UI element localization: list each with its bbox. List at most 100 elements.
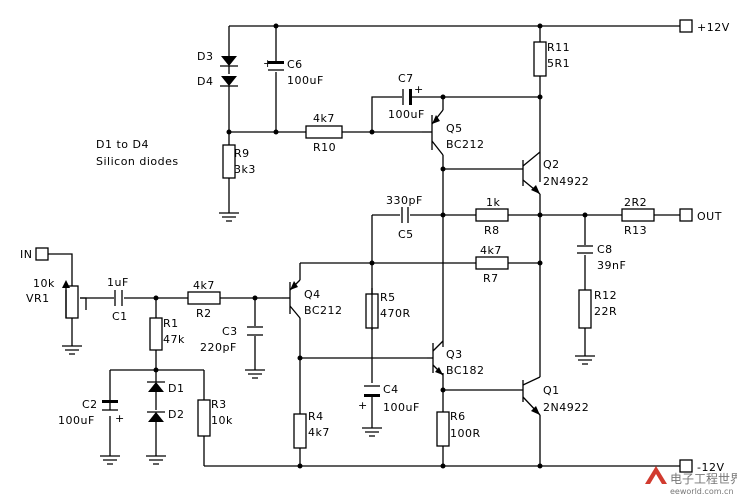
- r4-value: 4k7: [308, 426, 330, 439]
- c2-value: 100uF: [58, 414, 95, 427]
- c4-plus: +: [358, 399, 368, 412]
- resistor-r7: 4k7 R7: [475, 244, 509, 285]
- q4-value: BC212: [304, 304, 343, 317]
- q2-ref: Q2: [543, 158, 560, 171]
- resistor-r4: R4 4k7: [293, 410, 330, 449]
- c1-ref: C1: [112, 310, 128, 323]
- resistor-r10: 4k7 R10: [305, 112, 343, 154]
- d2-ref: D2: [168, 408, 184, 421]
- diode-d1: D1: [147, 381, 184, 410]
- r11-value: 5R1: [547, 57, 570, 70]
- d1-ref: D1: [168, 382, 184, 395]
- capacitor-c7: + C7 100uF: [388, 72, 425, 121]
- r2-value: 4k7: [193, 279, 215, 292]
- c6-plus: +: [263, 57, 273, 70]
- r2-ref: R2: [196, 307, 212, 320]
- ground-c4: [362, 427, 382, 437]
- c4-ref: C4: [383, 383, 399, 396]
- r5-value: 470R: [380, 307, 411, 320]
- c1-value: 1uF: [107, 276, 129, 289]
- resistor-r8: 1k R8: [475, 196, 509, 237]
- d4-ref: D4: [197, 75, 213, 88]
- c8-ref: C8: [597, 243, 613, 256]
- ground-vr1: [62, 345, 82, 355]
- c6-value: 100uF: [287, 74, 324, 87]
- r1-ref: R1: [163, 317, 179, 330]
- c6-ref: C6: [287, 58, 303, 71]
- out-terminal: OUT: [679, 208, 722, 223]
- r12-ref: R12: [594, 289, 617, 302]
- resistor-r12: R12 22R: [578, 289, 617, 329]
- capacitor-c5: 330pF C5: [386, 194, 423, 241]
- c5-value: 330pF: [386, 194, 423, 207]
- resistor-r9: R9 3k3: [222, 144, 256, 179]
- r6-ref: R6: [450, 410, 466, 423]
- ground-r9: [219, 212, 239, 222]
- resistor-r2: 4k7 R2: [187, 279, 221, 320]
- r1-value: 47k: [163, 333, 185, 346]
- capacitor-c6: + C6 100uF: [263, 57, 324, 87]
- diode-note-line1: D1 to D4: [96, 138, 149, 151]
- c2-ref: C2: [82, 398, 98, 411]
- r3-value: 10k: [211, 414, 233, 427]
- c3-ref: C3: [222, 325, 238, 338]
- transistor-q3: Q3 BC182: [427, 340, 485, 377]
- transistor-q1: Q1 2N4922: [522, 376, 589, 416]
- resistor-r1: R1 47k: [149, 317, 185, 351]
- vr1-value: 10k: [33, 277, 55, 290]
- ground-c3: [245, 369, 265, 379]
- c7-value: 100uF: [388, 108, 425, 121]
- c4-value: 100uF: [383, 401, 420, 414]
- q5-ref: Q5: [446, 122, 463, 135]
- resistor-r13: 2R2 R13: [621, 196, 655, 237]
- transistor-q2: Q2 2N4922: [522, 151, 589, 230]
- q4-ref: Q4: [304, 288, 321, 301]
- transistor-q4: Q4 BC212: [282, 279, 343, 319]
- vr1-ref: VR1: [26, 292, 50, 305]
- r7-ref: R7: [483, 272, 499, 285]
- in-label: IN: [20, 248, 32, 261]
- ground-c2: [100, 455, 120, 465]
- neg-rail-terminal: -12V: [679, 459, 725, 474]
- capacitor-c1: 1uF C1: [107, 276, 129, 323]
- diode-d4: D4: [197, 75, 238, 90]
- q1-value: 2N4922: [543, 401, 589, 414]
- c5-ref: C5: [398, 228, 414, 241]
- c7-ref: C7: [398, 72, 414, 85]
- c3-value: 220pF: [200, 341, 237, 354]
- q5-value: BC212: [446, 138, 485, 151]
- ground-d2: [146, 455, 166, 465]
- wires: [48, 25, 680, 467]
- r8-ref: R8: [484, 224, 500, 237]
- capacitor-c2: + C2 100uF: [58, 398, 124, 427]
- neg-rail-label: -12V: [697, 461, 725, 474]
- r9-value: 3k3: [234, 163, 256, 176]
- r12-value: 22R: [594, 305, 617, 318]
- r10-value: 4k7: [313, 112, 335, 125]
- watermark-brand: 电子工程世界: [670, 471, 737, 486]
- in-terminal: IN: [20, 247, 49, 261]
- transistor-q5: Q5 BC212: [422, 109, 485, 156]
- r6-value: 100R: [450, 427, 481, 440]
- c7-plus: +: [414, 83, 424, 96]
- resistor-r6: R6 100R: [436, 410, 481, 447]
- capacitor-c4: + C4 100uF: [358, 383, 420, 414]
- potentiometer-vr1: 10k VR1: [26, 277, 87, 319]
- r8-value: 1k: [486, 196, 500, 209]
- diode-d3: D3: [197, 50, 238, 74]
- ground-symbols: [62, 212, 595, 465]
- r4-ref: R4: [308, 410, 324, 423]
- out-label: OUT: [697, 210, 722, 223]
- capacitor-c3: C3 220pF: [200, 325, 263, 354]
- r3-ref: R3: [211, 398, 227, 411]
- resistor-r5: R5 470R: [365, 291, 411, 329]
- resistor-r3: R3 10k: [197, 398, 233, 437]
- q3-ref: Q3: [446, 348, 463, 361]
- watermark-site: eeworld.com.cn: [670, 487, 734, 496]
- r9-ref: R9: [234, 147, 250, 160]
- pos-rail-terminal: +12V: [679, 19, 729, 34]
- q3-value: BC182: [446, 364, 485, 377]
- ground-r12: [575, 355, 595, 365]
- r5-ref: R5: [380, 291, 396, 304]
